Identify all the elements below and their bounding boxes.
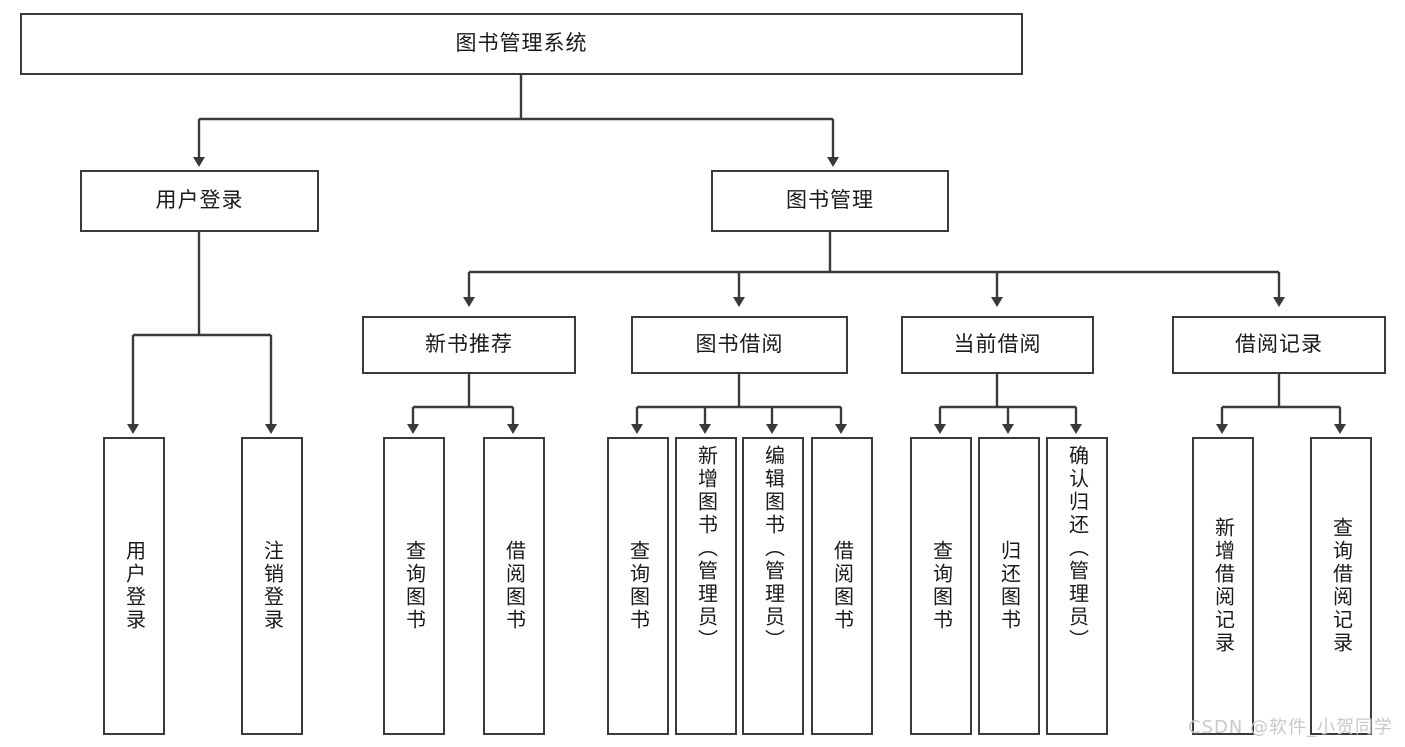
node-leaf-edit-book[interactable]: 编辑图书（管理员） <box>742 437 804 735</box>
node-leaf-user-login[interactable]: 用户登录 <box>103 437 165 735</box>
node-user-login[interactable]: 用户登录 <box>80 170 319 232</box>
node-leaf-query-book-1[interactable]: 查询图书 <box>383 437 445 735</box>
node-book-borrow[interactable]: 图书借阅 <box>631 316 848 374</box>
csdn-watermark: CSDN @软件_小贺同学 <box>1188 717 1394 738</box>
node-leaf-logout-login[interactable]: 注销登录 <box>241 437 303 735</box>
node-leaf-query-book-1-label: 查询图书 <box>402 540 427 632</box>
node-borrow-record[interactable]: 借阅记录 <box>1172 316 1386 374</box>
node-leaf-query-book-3-label: 查询图书 <box>929 540 954 632</box>
node-leaf-query-record[interactable]: 查询借阅记录 <box>1310 437 1372 735</box>
node-leaf-logout-login-label: 注销登录 <box>260 540 285 632</box>
node-leaf-query-book-2-label: 查询图书 <box>626 540 651 632</box>
node-book-borrow-label: 图书借阅 <box>695 332 784 357</box>
node-current-borrow[interactable]: 当前借阅 <box>901 316 1094 374</box>
node-leaf-return-book[interactable]: 归还图书 <box>978 437 1040 735</box>
node-borrow-record-label: 借阅记录 <box>1235 332 1323 357</box>
node-leaf-borrow-book-2-label: 借阅图书 <box>830 540 855 632</box>
node-root-label: 图书管理系统 <box>455 31 588 56</box>
node-leaf-return-book-label: 归还图书 <box>997 540 1022 632</box>
node-new-book-rec-label: 新书推荐 <box>425 332 513 357</box>
node-leaf-add-record-label: 新增借阅记录 <box>1211 517 1236 655</box>
node-leaf-confirm-return[interactable]: 确认归还（管理员） <box>1046 437 1108 735</box>
node-leaf-borrow-book-2[interactable]: 借阅图书 <box>811 437 873 735</box>
node-book-manage[interactable]: 图书管理 <box>711 170 949 232</box>
node-leaf-add-book[interactable]: 新增图书（管理员） <box>675 437 737 735</box>
node-leaf-query-book-3[interactable]: 查询图书 <box>910 437 972 735</box>
node-leaf-user-login-label: 用户登录 <box>122 540 147 632</box>
node-leaf-confirm-return-label: 确认归还（管理员） <box>1065 445 1090 652</box>
node-leaf-add-book-label: 新增图书（管理员） <box>694 445 719 652</box>
node-leaf-query-record-label: 查询借阅记录 <box>1329 517 1354 655</box>
node-leaf-borrow-book-1-label: 借阅图书 <box>502 540 527 632</box>
node-leaf-borrow-book-1[interactable]: 借阅图书 <box>483 437 545 735</box>
node-book-manage-label: 图书管理 <box>786 188 874 213</box>
node-leaf-add-record[interactable]: 新增借阅记录 <box>1192 437 1254 735</box>
node-user-login-label: 用户登录 <box>155 188 244 213</box>
node-leaf-query-book-2[interactable]: 查询图书 <box>607 437 669 735</box>
node-root[interactable]: 图书管理系统 <box>20 13 1023 75</box>
node-leaf-edit-book-label: 编辑图书（管理员） <box>761 445 786 652</box>
node-current-borrow-label: 当前借阅 <box>953 332 1042 357</box>
node-new-book-rec[interactable]: 新书推荐 <box>362 316 576 374</box>
